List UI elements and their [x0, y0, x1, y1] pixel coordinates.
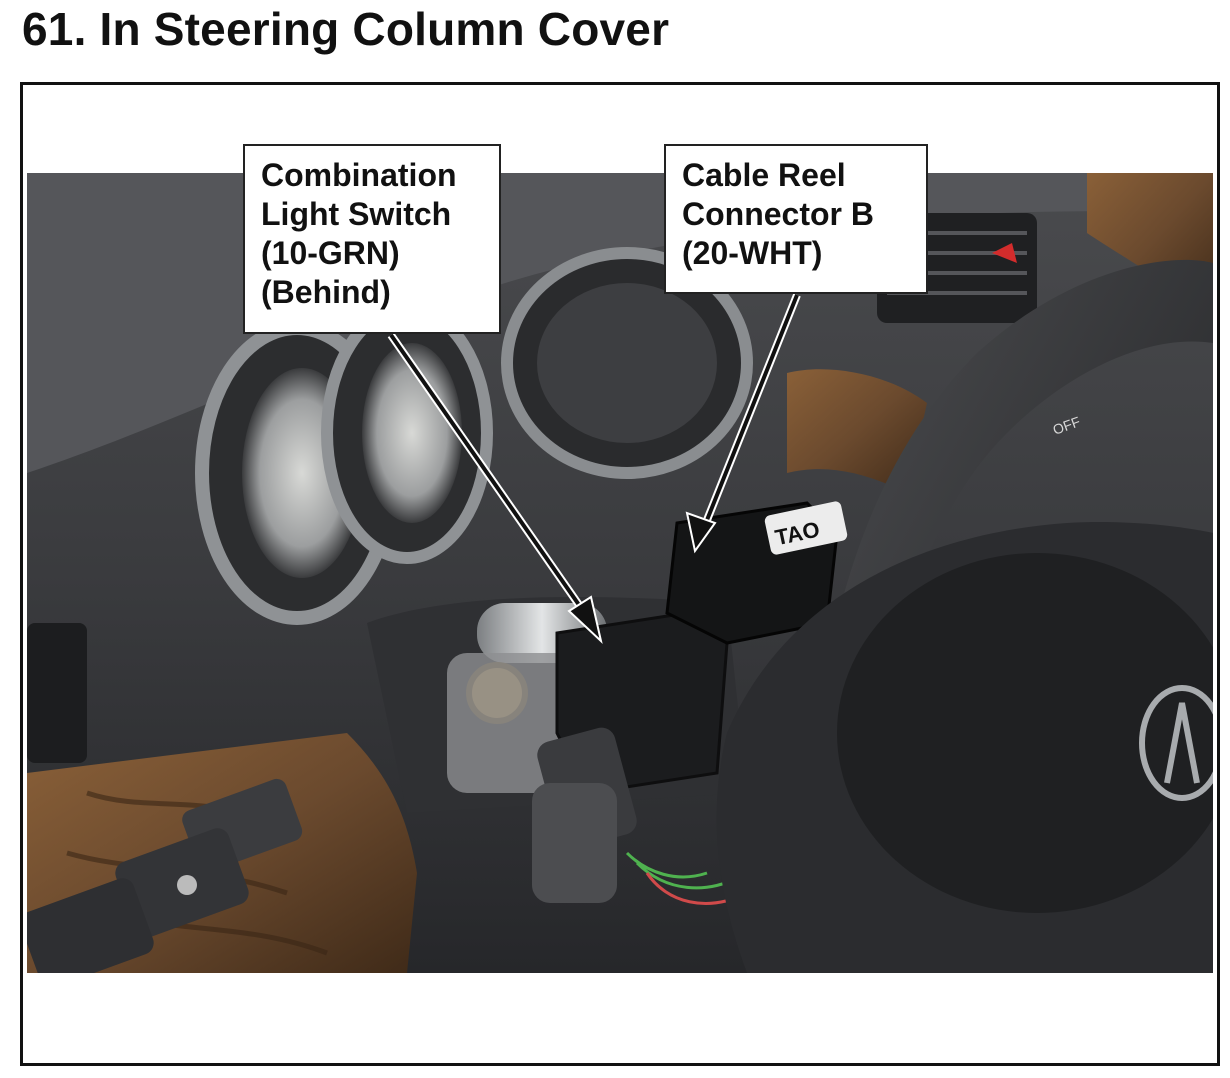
callout-combination-light-switch: Combination Light Switch (10-GRN) (Behin… [243, 144, 501, 334]
acura-logo-icon [1139, 685, 1213, 801]
callout-line: Cable Reel [682, 157, 846, 193]
left-air-vent [27, 623, 87, 763]
light-switch-stalk [532, 783, 617, 903]
callout-line: Connector B [682, 196, 874, 232]
callout-cable-reel-connector-b: Cable Reel Connector B (20-WHT) [664, 144, 928, 294]
callout-line: Combination [261, 157, 457, 193]
figure-frame: TAO OFF [20, 82, 1220, 1066]
callout-line: (20-WHT) [682, 235, 823, 271]
callout-line: Light Switch [261, 196, 452, 232]
dash-switches [27, 778, 303, 973]
callout-line: (Behind) [261, 274, 391, 310]
traction-control-icon [177, 875, 197, 895]
callout-line: (10-GRN) [261, 235, 400, 271]
steering-column-photo: TAO OFF [27, 173, 1213, 973]
wood-trim-center [787, 369, 927, 493]
steering-wheel [716, 259, 1213, 973]
page-title: 61. In Steering Column Cover [22, 3, 670, 55]
hazard-button-icon [992, 243, 1017, 263]
